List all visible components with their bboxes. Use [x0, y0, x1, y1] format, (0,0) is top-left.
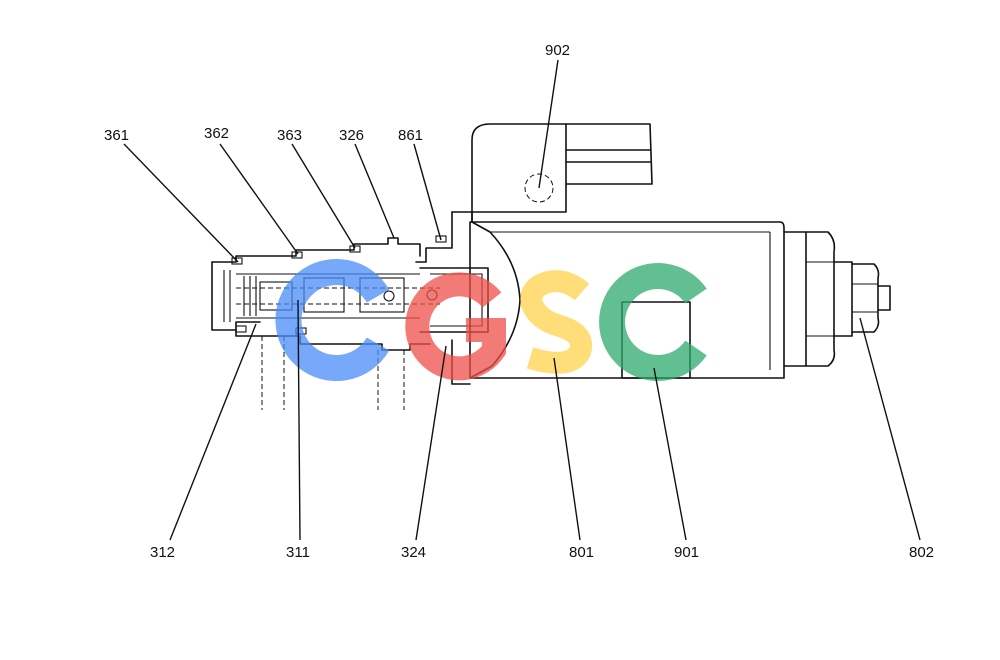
o-ring-361	[231, 257, 243, 265]
watermark	[275, 259, 707, 381]
connector-pin-hidden	[524, 173, 554, 203]
leader-362	[219, 143, 299, 255]
leader-311	[297, 299, 301, 541]
leader-801	[553, 357, 581, 541]
watermark-letter-c2	[599, 263, 707, 381]
leader-902	[538, 59, 559, 189]
leader-lines	[123, 59, 921, 541]
watermark-letter-s	[520, 270, 592, 374]
label-902: 902	[545, 42, 570, 59]
solenoid-body	[469, 221, 785, 379]
leader-324	[415, 345, 447, 541]
hex-nut	[783, 231, 853, 367]
o-ring-363	[349, 245, 361, 253]
adjust-screw	[851, 263, 891, 333]
leader-361	[123, 143, 239, 263]
leader-363	[291, 143, 356, 249]
label-362: 362	[204, 125, 229, 142]
label-802: 802	[909, 544, 934, 561]
label-324: 324	[401, 544, 426, 561]
label-312: 312	[150, 544, 175, 561]
connector-housing	[471, 123, 653, 223]
label-861: 861	[398, 127, 423, 144]
leader-312	[169, 323, 257, 541]
leader-326	[354, 143, 395, 239]
leader-901	[653, 367, 687, 541]
label-361: 361	[104, 127, 129, 144]
part-labels: 361 362 363 326 861 902 312 311 324 801 …	[104, 42, 934, 561]
label-326: 326	[339, 127, 364, 144]
label-363: 363	[277, 127, 302, 144]
label-901: 901	[674, 544, 699, 561]
label-801: 801	[569, 544, 594, 561]
label-311: 311	[286, 544, 310, 561]
leader-861	[413, 143, 442, 241]
watermark-letter-g	[405, 272, 506, 381]
watermark-letter-c1	[275, 259, 390, 381]
leader-802	[859, 317, 921, 541]
